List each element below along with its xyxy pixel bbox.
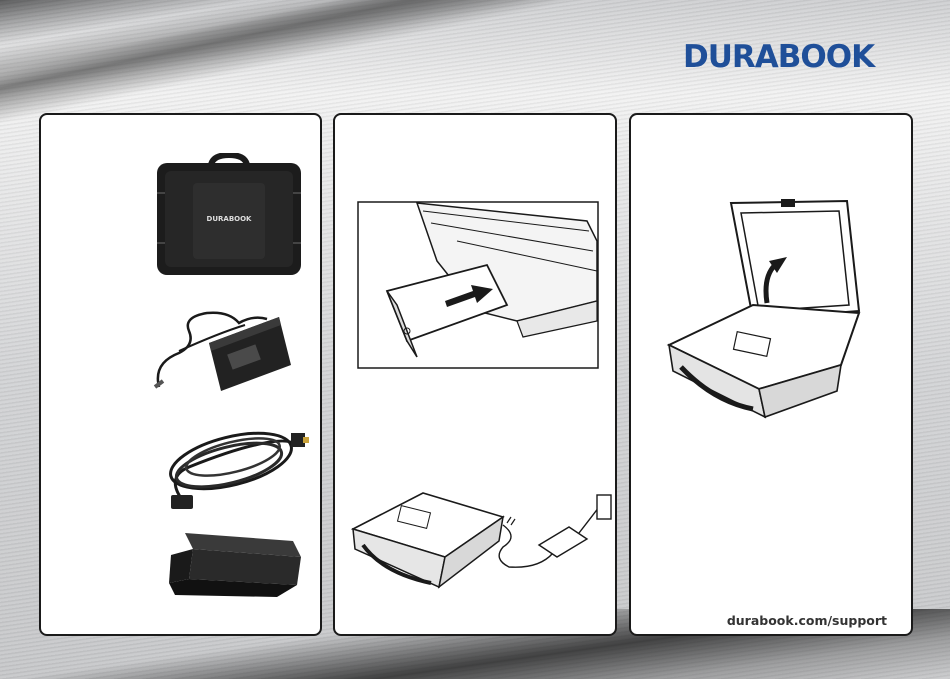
panel-open-lid: durabook.com/support bbox=[629, 113, 913, 636]
power-cord-illustration bbox=[159, 417, 311, 513]
panel-setup-steps bbox=[333, 113, 617, 636]
support-link[interactable]: durabook.com/support bbox=[727, 613, 887, 628]
durabook-logo: DURABOOK bbox=[683, 36, 909, 74]
panel-box-contents: DURABOOK bbox=[39, 113, 322, 636]
durabook-logo-text: DURABOOK bbox=[683, 39, 876, 74]
connect-ac-adapter-illustration bbox=[343, 483, 613, 605]
battery-pack-illustration bbox=[167, 527, 305, 599]
carry-case-logo: DURABOOK bbox=[207, 215, 253, 223]
open-lid-illustration bbox=[663, 195, 873, 425]
insert-battery-illustration bbox=[357, 201, 599, 369]
ac-adapter-illustration bbox=[149, 303, 299, 393]
carry-case-illustration: DURABOOK bbox=[155, 153, 303, 277]
